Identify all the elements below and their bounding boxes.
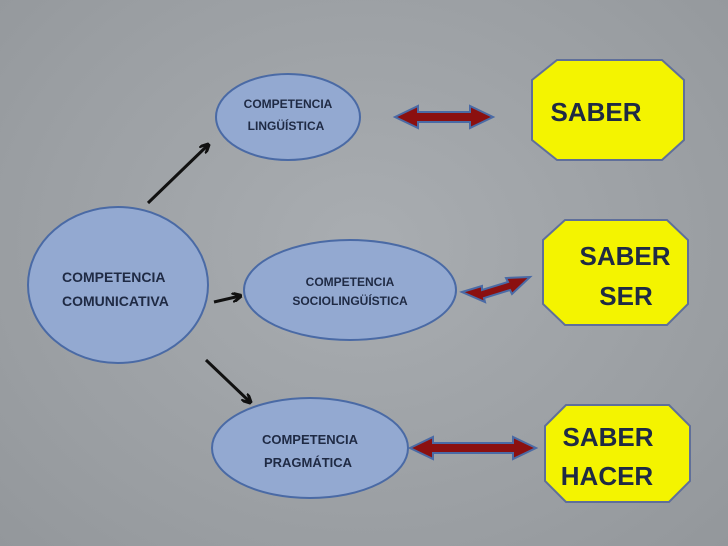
competency-ellipse	[243, 239, 457, 341]
outcome-label-line1: SABER	[562, 422, 653, 452]
connector-arrow-linguistica	[146, 145, 208, 205]
competency-ellipse	[211, 397, 409, 499]
competency-label-line2: PRAGMÁTICA	[264, 455, 353, 470]
competency-node-linguistica: COMPETENCIA LINGÜÍSTICA	[215, 73, 361, 161]
root-node: COMPETENCIA COMUNICATIVA	[27, 206, 209, 364]
outcome-label-line1: SABER	[579, 241, 670, 271]
outcome-node-saber-hacer: SABER HACER	[544, 404, 691, 503]
outcome-node-saber: SABER	[531, 59, 685, 161]
competency-node-pragmatica: COMPETENCIA PRAGMÁTICA	[211, 397, 409, 499]
competency-label-line2: LINGÜÍSTICA	[248, 118, 325, 133]
connector-arrow-pragmatica	[204, 358, 250, 402]
double-arrow-icon	[392, 104, 496, 130]
double-arrow-icon	[407, 435, 539, 461]
outcome-octagon	[542, 219, 689, 326]
competency-label-line2: SOCIOLINGÜÍSTICA	[292, 293, 408, 308]
competency-label-line1: COMPETENCIA	[244, 97, 333, 111]
outcome-octagon	[531, 59, 685, 161]
root-label-line2: COMUNICATIVA	[62, 293, 169, 309]
outcome-label-line2: HACER	[561, 461, 654, 491]
outcome-label-line2: SER	[599, 281, 653, 311]
competency-node-sociolinguistica: COMPETENCIA SOCIOLINGÜÍSTICA	[243, 239, 457, 341]
outcome-octagon	[544, 404, 691, 503]
competency-label-line1: COMPETENCIA	[262, 432, 359, 447]
double-arrow-icon	[459, 275, 533, 304]
root-label-line1: COMPETENCIA	[62, 269, 165, 285]
competency-label-line1: COMPETENCIA	[306, 275, 395, 289]
outcome-label-line1: SABER	[550, 97, 641, 127]
competency-ellipse	[215, 73, 361, 161]
outcome-node-saber-ser: SABER SER	[542, 219, 689, 326]
connector-arrow-sociolinguistica	[213, 296, 240, 304]
root-ellipse	[27, 206, 209, 364]
